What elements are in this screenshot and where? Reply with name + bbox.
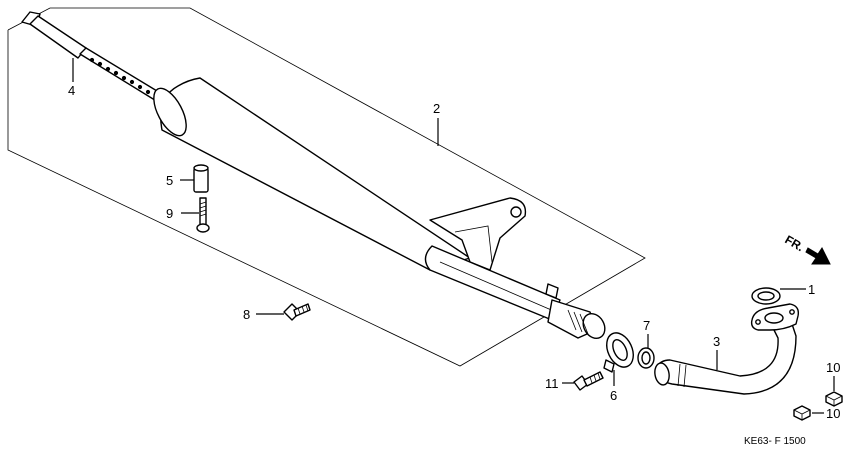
part-2-muffler[interactable] (147, 77, 609, 342)
part-6-clamp[interactable] (602, 329, 639, 373)
diagram-code: KE63- F 1500 (744, 436, 806, 447)
part-10-nut-lower[interactable] (793, 405, 811, 421)
part-9-bolt[interactable] (196, 197, 210, 233)
direction-label: FR. (783, 232, 807, 254)
label-part-1: 1 (808, 282, 815, 297)
part-10-nut-upper[interactable] (825, 391, 843, 407)
part-11-bolt[interactable] (573, 371, 604, 391)
label-part-11: 11 (545, 376, 559, 391)
part-3-exhaust-pipe[interactable] (653, 303, 800, 395)
assembly-outline (7, 7, 646, 367)
direction-indicator: FR. (783, 232, 831, 265)
label-part-7: 7 (643, 318, 650, 333)
label-part-4: 4 (68, 83, 75, 98)
label-part-5: 5 (166, 173, 173, 188)
arrow-right-down-icon (805, 247, 831, 265)
label-part-8: 8 (243, 307, 250, 322)
label-part-10-lower: 10 (826, 406, 840, 421)
part-7-gasket[interactable] (637, 347, 655, 369)
label-part-3: 3 (713, 334, 720, 349)
part-4-tail-pipe[interactable] (21, 11, 164, 103)
part-labels: 4 2 5 9 8 11 6 7 3 1 10 10 (68, 83, 840, 421)
part-1-gasket[interactable] (751, 287, 781, 305)
label-part-6: 6 (610, 388, 617, 403)
part-8-bolt[interactable] (283, 303, 311, 321)
leader-lines (72, 58, 835, 414)
label-part-2: 2 (433, 101, 440, 116)
label-part-10-upper: 10 (826, 360, 840, 375)
label-part-9: 9 (166, 206, 173, 221)
part-5-collar[interactable] (193, 164, 209, 193)
